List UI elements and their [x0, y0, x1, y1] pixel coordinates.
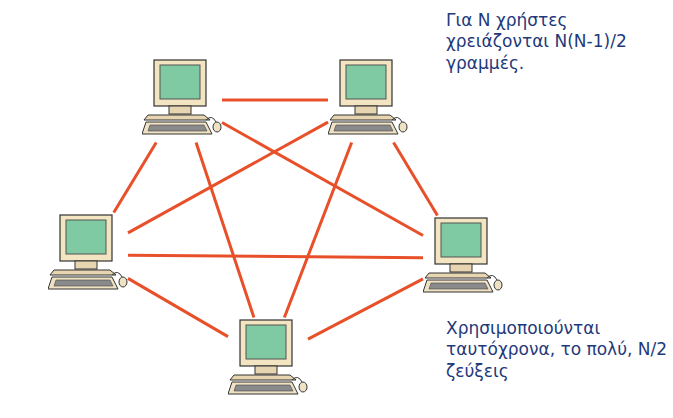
computer-node [228, 318, 308, 403]
computer-node [423, 216, 503, 301]
computer-node [48, 213, 128, 298]
link-line [308, 279, 423, 339]
link-line [128, 122, 328, 233]
computer-icon [328, 58, 408, 143]
computer-icon [142, 58, 222, 143]
link-line [128, 255, 423, 257]
computer-icon [228, 318, 308, 403]
link-line [128, 278, 228, 336]
link-line [284, 143, 351, 318]
link-line [222, 99, 328, 102]
computer-node [328, 58, 408, 143]
note-text: Για N χρήστες χρειάζονται N(N-1)/2 γραμμ… [446, 10, 668, 74]
link-line [394, 143, 438, 216]
link-line [114, 143, 156, 213]
computer-icon [48, 213, 128, 298]
computer-node [142, 58, 222, 143]
note-text: Χρησιμοποιούνται ταυτόχρονα, το πολύ, N/… [446, 318, 668, 382]
computer-icon [423, 216, 503, 301]
